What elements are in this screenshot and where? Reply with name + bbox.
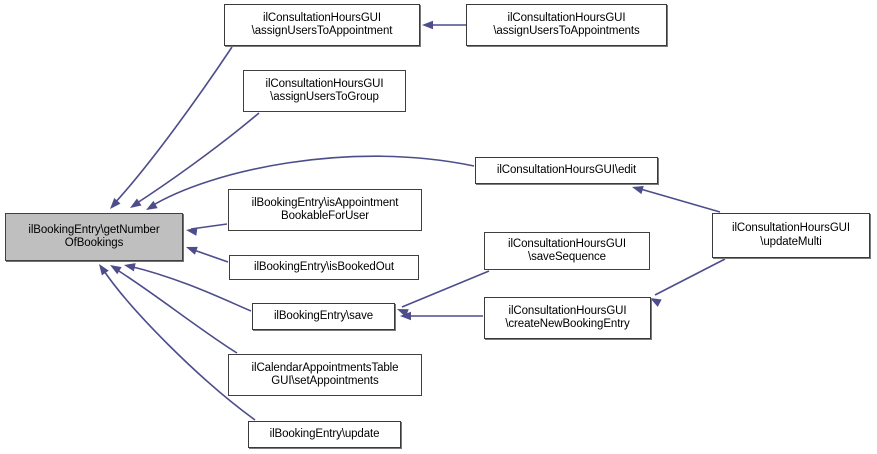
graph-node-getNumberOfBookings[interactable]: ilBookingEntry\getNumber OfBookings [5,213,183,261]
arrowhead-icon [130,198,142,208]
graph-edge-setAppointments-to-getNumberOfBookings [110,265,238,354]
graph-node-createNewBookingEntry[interactable]: ilConsultationHoursGUI \createNewBooking… [484,297,651,339]
graph-node-saveSequence[interactable]: ilConsultationHoursGUI \saveSequence [484,232,650,270]
graph-edge-assignUsersToAppointments-to-assignUsersToAppointment [422,20,466,30]
graph-edge-updateMulti-to-edit [632,185,721,213]
graph-node-edit[interactable]: ilConsultationHoursGUI\edit [475,157,658,184]
arrowhead-icon [397,309,409,318]
arrowhead-icon [186,227,198,236]
graph-edge-isBookedOut-to-getNumberOfBookings [186,246,229,263]
arrowhead-icon [400,311,411,321]
graph-node-assignUsersToGroup[interactable]: ilConsultationHoursGUI \assignUsersToGro… [243,70,406,112]
arrowhead-icon [99,264,109,276]
arrowhead-icon [186,246,198,255]
graph-edge-assignUsersToAppointment-to-getNumberOfBookings [110,46,233,209]
graph-edge-isAppointmentBookableForUser-to-getNumberOfBookings [186,223,228,236]
arrowhead-icon [146,200,158,210]
graph-node-updateMulti[interactable]: ilConsultationHoursGUI \updateMulti [712,213,870,258]
arrowhead-icon [110,198,121,209]
graph-node-isBookedOut[interactable]: ilBookingEntry\isBookedOut [229,255,419,280]
graph-node-setAppointments[interactable]: ilCalendarAppointmentsTable GUI\setAppoi… [228,354,422,396]
graph-edge-updateMulti-to-createNewBookingEntry [650,258,726,307]
arrowhead-icon [110,265,122,275]
graph-node-update[interactable]: ilBookingEntry\update [248,421,401,448]
arrowhead-icon [422,20,433,30]
graph-node-assignUsersToAppointments[interactable]: ilConsultationHoursGUI \assignUsersToApp… [466,4,667,46]
arrowhead-icon [632,185,644,195]
arrowhead-icon [124,263,136,272]
graph-edge-createNewBookingEntry-to-save [400,311,483,321]
graph-node-assignUsersToAppointment[interactable]: ilConsultationHoursGUI \assignUsersToApp… [224,4,420,46]
graph-node-isAppointmentBookableForUser[interactable]: ilBookingEntry\isAppointment BookableFor… [228,189,422,231]
graph-edge-update-to-getNumberOfBookings [99,264,256,421]
graph-node-save[interactable]: ilBookingEntry\save [252,303,395,330]
